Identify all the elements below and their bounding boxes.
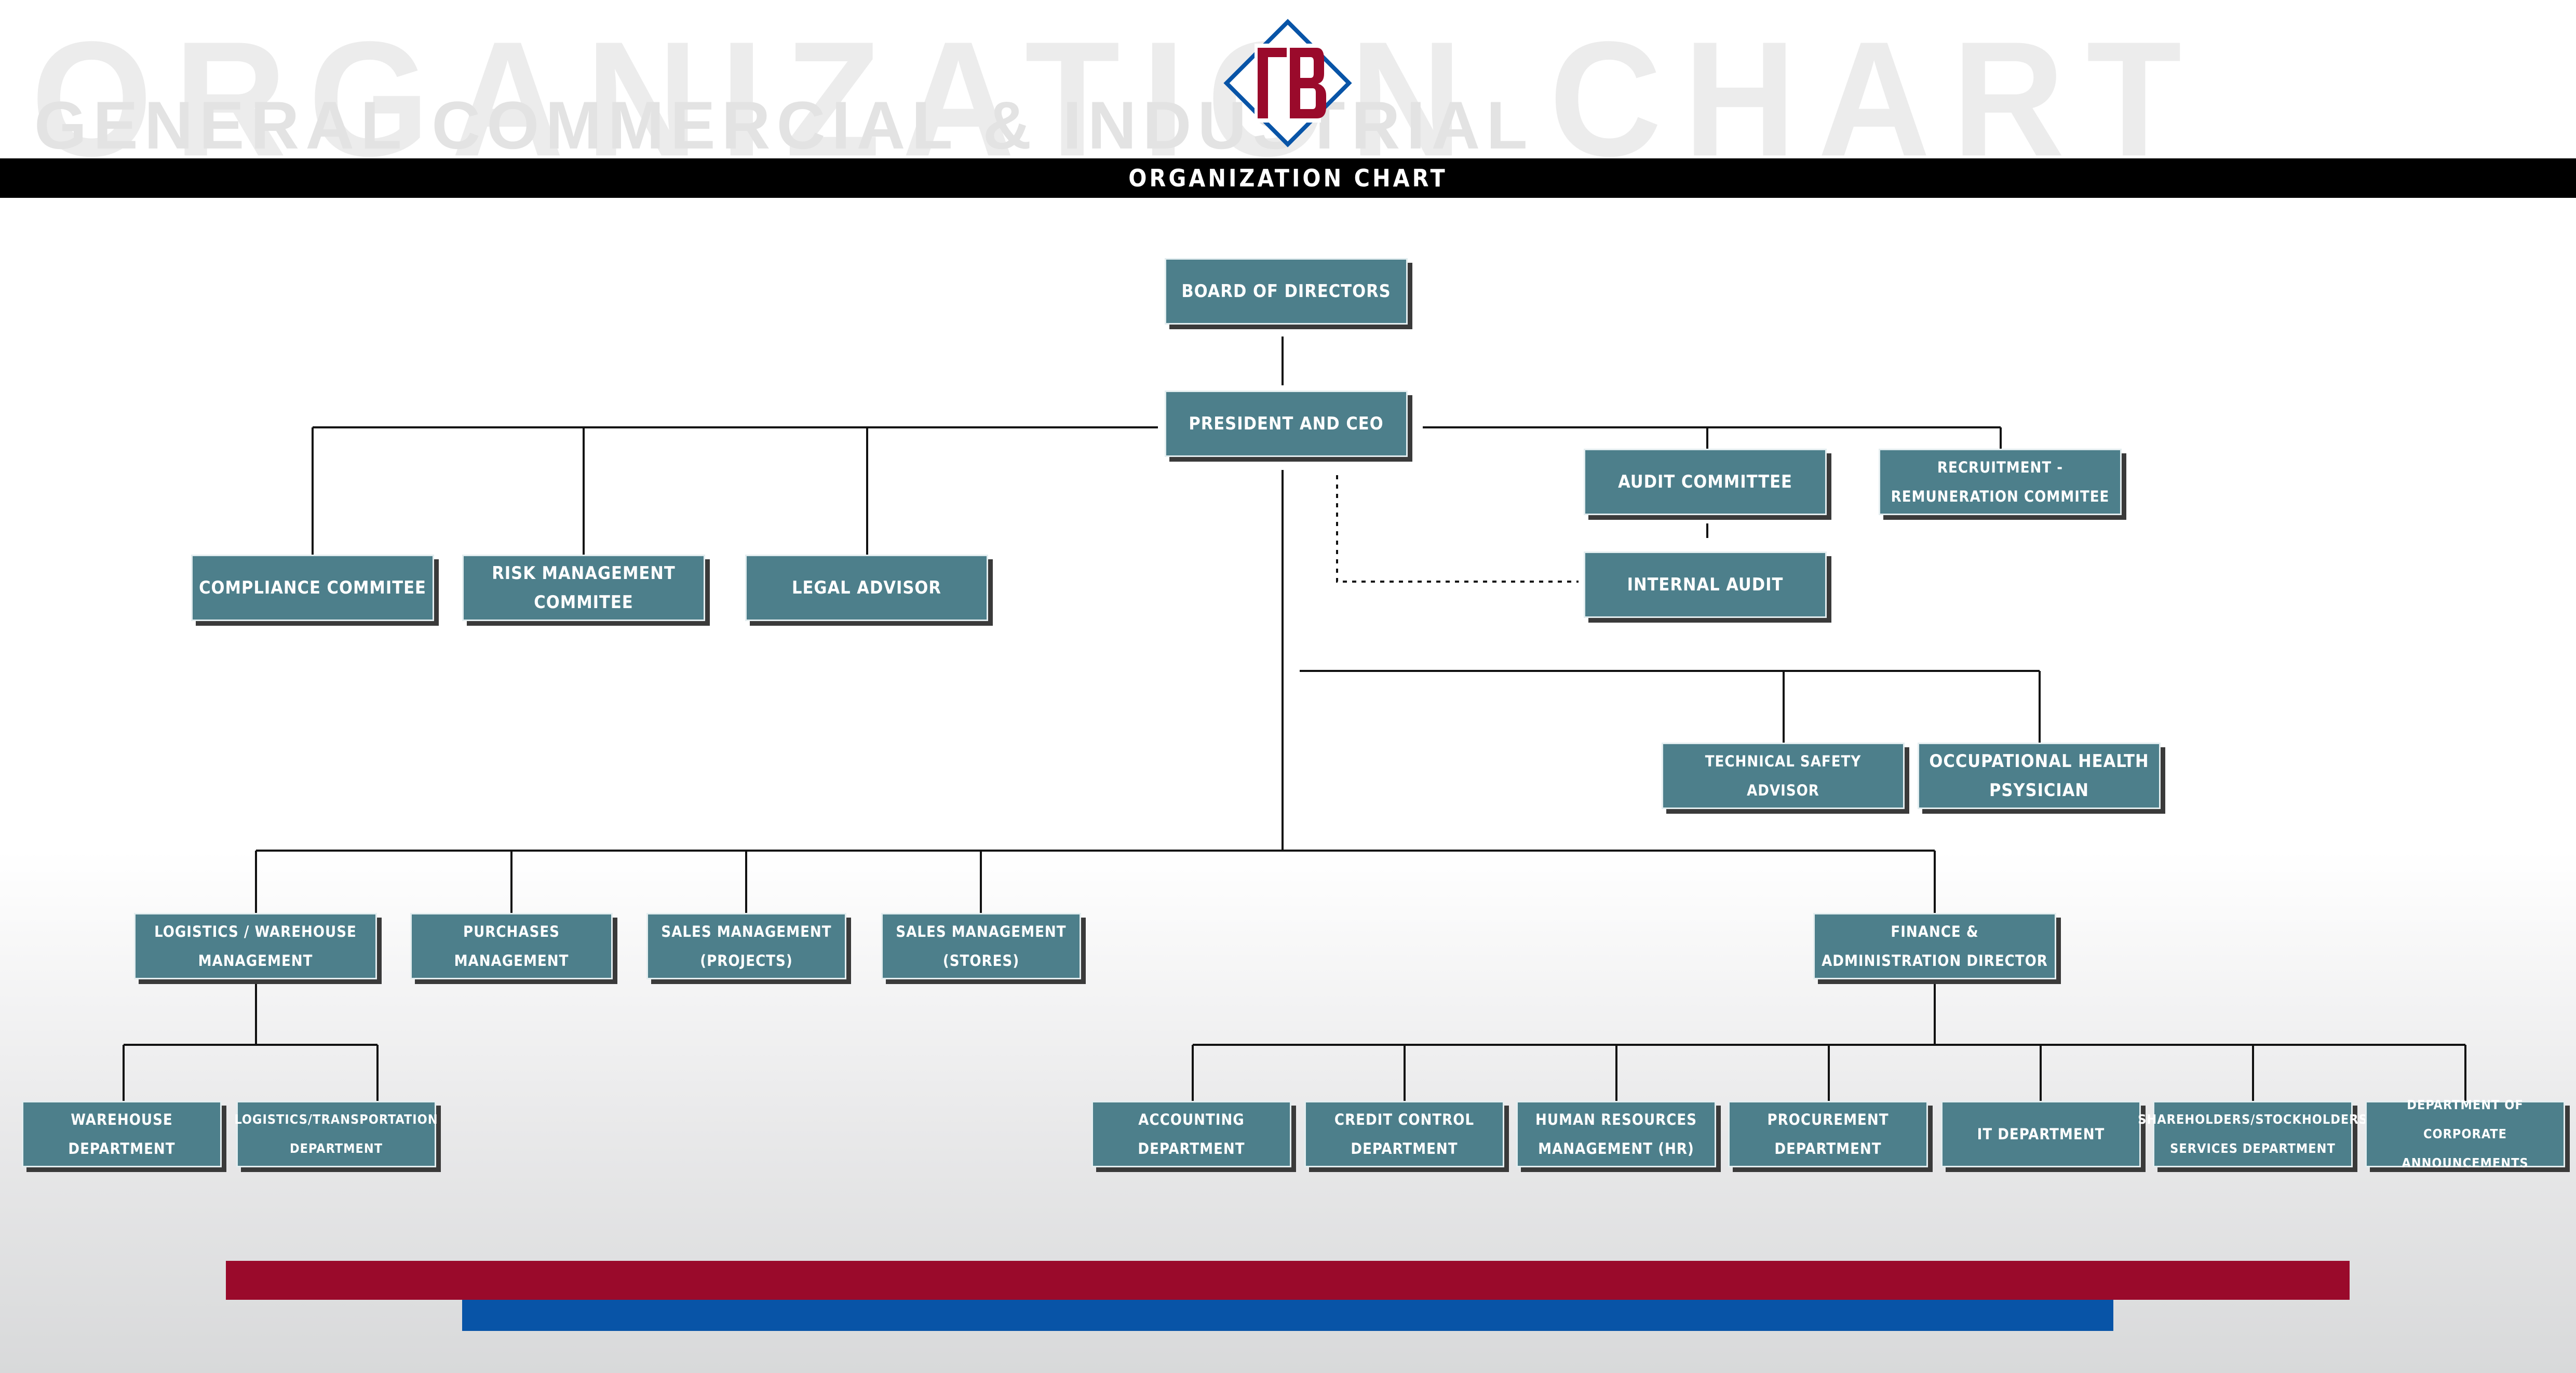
node-logistics-warehouse: LOGISTICS / WAREHOUSE MANAGEMENT [134,913,377,979]
node-legal-advisor: LEGAL ADVISOR [745,555,988,621]
node-it-department: IT DEPARTMENT [1941,1101,2141,1167]
node-finance-administration: FINANCE & ADMINISTRATION DIRECTOR [1813,913,2056,979]
node-sales-projects: SALES MANAGEMENT (PROJECTS) [646,913,846,979]
company-logo-icon [1223,19,1352,147]
node-occupational-health: OCCUPATIONAL HEALTH PSYSICIAN [1918,743,2161,809]
node-corporate-announcements: DEPARTMENT OF CORPORATE ANNOUNCEMENTS [2365,1097,2565,1170]
node-sales-stores: SALES MANAGEMENT (STORES) [881,913,1081,979]
node-logistics-transportation: LOGISTICS/TRANSPORTATION DEPARTMENT [234,1101,438,1167]
title-bar: ORGANIZATION CHART [0,158,2576,198]
node-human-resources: HUMAN RESOURCES MANAGEMENT (HR) [1516,1101,1716,1167]
node-purchases-management: PURCHASES MANAGEMENT [410,913,613,979]
node-audit-committee: AUDIT COMMITTEE [1584,449,1827,515]
watermark-title: ORGANIZATION CHART [31,7,2204,191]
node-shareholders-services: SHAREHOLDERS/STOCKHOLDERS SERVICES DEPAR… [2138,1101,2367,1167]
node-board-of-directors: BOARD OF DIRECTORS [1165,258,1408,325]
node-internal-audit: INTERNAL AUDIT [1584,551,1827,618]
node-risk-management: RISK MANAGEMENT COMMITEE [462,555,705,621]
footer-red-band [226,1261,2350,1300]
node-warehouse-department: WAREHOUSE DEPARTMENT [22,1101,222,1167]
footer-blue-band [462,1300,2113,1331]
node-credit-control: CREDIT CONTROL DEPARTMENT [1304,1101,1504,1167]
node-compliance-committee: COMPLIANCE COMMITEE [191,555,434,621]
node-procurement: PROCUREMENT DEPARTMENT [1728,1101,1928,1167]
node-president-ceo: PRESIDENT AND CEO [1165,391,1408,457]
node-recruitment-remuneration: RECRUITMENT - REMUNERATION COMMITEE [1879,449,2122,515]
title-bar-label: ORGANIZATION CHART [1128,164,1448,192]
node-accounting-department: ACCOUNTING DEPARTMENT [1091,1101,1291,1167]
node-technical-safety-advisor: TECHNICAL SAFETY ADVISOR [1662,743,1905,809]
